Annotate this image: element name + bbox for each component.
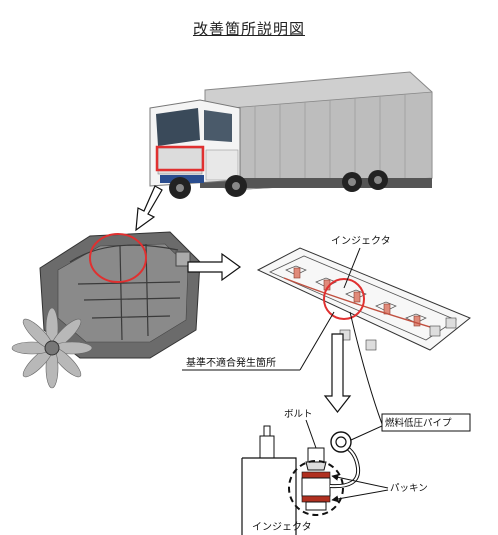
packing-label: パッキン [390, 483, 428, 494]
defect-location-label: 基準不適合発生箇所 [186, 356, 276, 369]
fuel-pipe-label-box [381, 413, 471, 432]
cylinder-head-illustration [256, 247, 471, 351]
defect-location-leader [299, 311, 335, 371]
engine-illustration [11, 231, 201, 389]
fuel-pipe-leader [350, 425, 383, 441]
arrow-head-to-detail [323, 333, 352, 413]
diagram-title: 改善箇所説明図 [192, 20, 305, 38]
arrow-engine-to-head [187, 252, 242, 282]
engine-highlight-circle [89, 233, 147, 283]
arrow-truck-to-engine [135, 185, 163, 232]
bolt-leader [305, 419, 317, 449]
detail-view [241, 425, 361, 535]
packing-arrow-bottom [331, 489, 389, 503]
fuel-pipe-leader-from-head [349, 311, 383, 425]
truck-grille-highlight [155, 145, 205, 172]
injector-bottom-label: インジェクタ [252, 521, 312, 533]
truck-illustration [149, 71, 433, 199]
injector-top-label: インジェクタ [331, 235, 391, 247]
head-highlight-circle [323, 278, 365, 320]
detail-dashed-circle [288, 460, 344, 516]
engine-fan [11, 307, 93, 389]
packing-arrow-top [331, 473, 389, 489]
bolt-label: ボルト [284, 409, 313, 420]
injector-top-leader [343, 247, 361, 289]
fuel-pipe-label: 燃料低圧パイプ [385, 417, 452, 429]
